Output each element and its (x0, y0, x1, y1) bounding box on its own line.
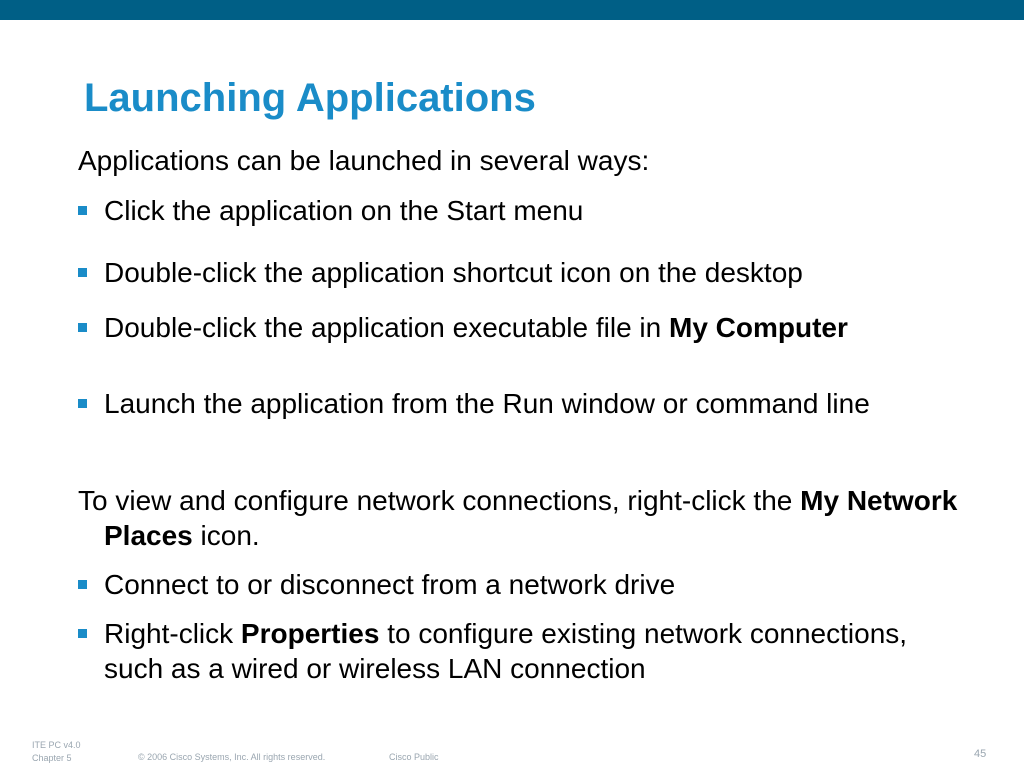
bullet-item: Double-click the application shortcut ic… (78, 255, 968, 290)
bold-term: Properties (240, 618, 380, 649)
footer-chapter: Chapter 5 (32, 753, 72, 763)
bullet-text: Double-click the application shortcut ic… (104, 257, 803, 288)
bullet-square-icon (78, 323, 87, 332)
bullet-square-icon (78, 268, 87, 277)
footer-classification: Cisco Public (389, 752, 439, 762)
bullet-item: Connect to or disconnect from a network … (78, 567, 968, 602)
footer-copyright: © 2006 Cisco Systems, Inc. All rights re… (138, 752, 326, 762)
bold-term: My Computer (669, 312, 848, 343)
bullet-text: Click the application on the Start menu (104, 195, 584, 226)
bullet-text: Connect to or disconnect from a network … (104, 569, 676, 600)
bullet-square-icon (78, 399, 87, 408)
footer-course: ITE PC v4.0 (32, 740, 81, 750)
page-number: 45 (974, 748, 987, 760)
bullet-item: Right-click Properties to configure exis… (78, 616, 908, 686)
slide-title: Launching Applications (84, 76, 536, 120)
bullet-item: Double-click the application executable … (78, 310, 968, 345)
bullet-square-icon (78, 206, 87, 215)
bullet-item: Click the application on the Start menu (78, 193, 968, 228)
intro-text: Applications can be launched in several … (78, 145, 650, 176)
intro-text: To view and configure network connection… (78, 485, 958, 551)
top-banner (0, 0, 1024, 20)
bullet-item: Launch the application from the Run wind… (78, 386, 968, 421)
bullet-text: Right-click Properties to configure exis… (104, 618, 908, 684)
bold-term: My Network Places (104, 485, 958, 551)
bullet-square-icon (78, 580, 87, 589)
bullet-square-icon (78, 629, 87, 638)
footer-course-info: ITE PC v4.0 Chapter 5 (32, 739, 81, 765)
bullet-text: Launch the application from the Run wind… (104, 388, 870, 419)
bullet-text: Double-click the application executable … (104, 312, 848, 343)
